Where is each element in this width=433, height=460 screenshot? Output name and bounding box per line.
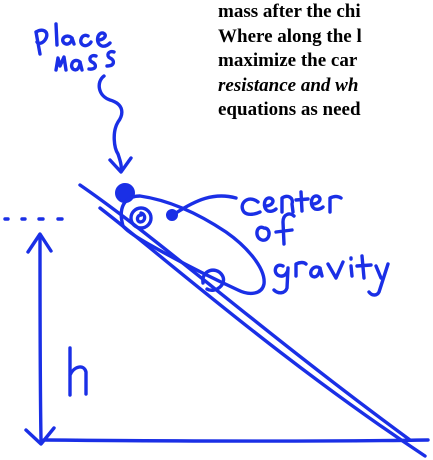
ramp-outline — [42, 183, 430, 458]
question-line-1: mass after the chi — [218, 1, 361, 22]
center-of-gravity-handwriting — [240, 190, 390, 297]
question-text: mass after the chi Where along the l max… — [218, 0, 433, 123]
question-line-4: resistance and wh — [218, 74, 359, 96]
place-mass-arrow — [97, 74, 133, 174]
question-line-2: Where along the l — [218, 25, 362, 47]
question-line-3: maximize the car — [218, 50, 358, 71]
height-arrow — [3, 217, 88, 446]
car-sketch — [119, 194, 266, 296]
question-line-5: equations as need — [218, 99, 361, 120]
center-of-gravity-marker — [166, 194, 238, 221]
place-mass-handwriting — [34, 22, 116, 72]
